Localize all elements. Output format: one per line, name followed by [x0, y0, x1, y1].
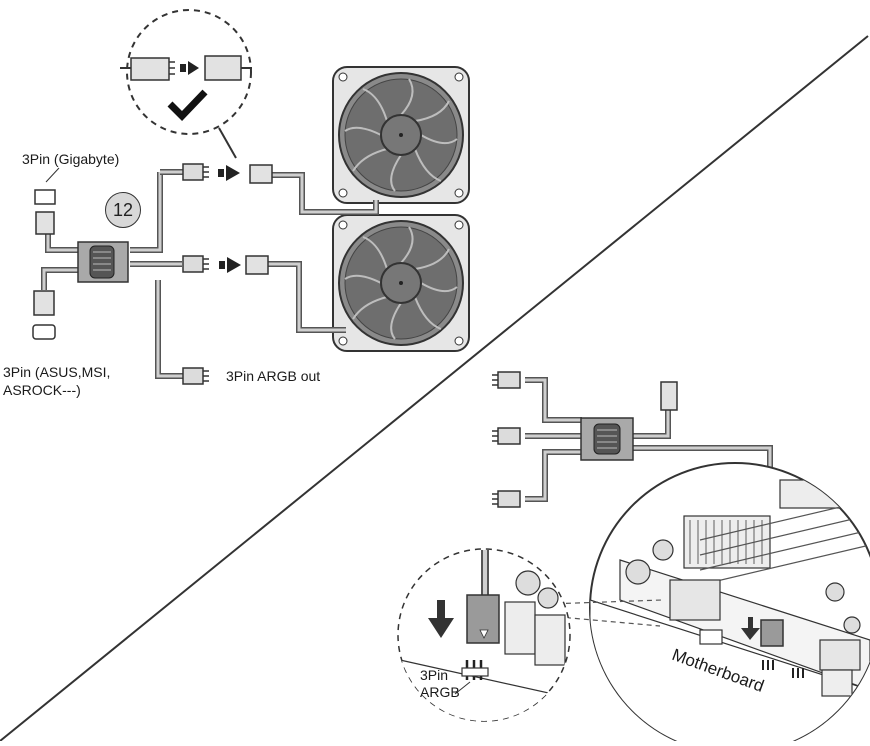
callout-connector-left [120, 57, 175, 81]
gigabyte-label: 3Pin (Gigabyte) [22, 151, 120, 167]
argb-hub-top [41, 169, 183, 379]
argb-header-label-line1: 3Pin [420, 667, 449, 683]
callout-number-badge: 12 [105, 192, 141, 228]
arrow-down-icon [741, 628, 760, 640]
argb-out-label: 3Pin ARGB out [226, 368, 321, 384]
callout-pointer [218, 127, 237, 159]
section-divider [0, 35, 869, 742]
asus-label-line2: ASROCK---) [3, 382, 81, 398]
callout-connector-right [204, 55, 252, 81]
asus-label-line1: 3Pin (ASUS,MSI, [3, 364, 111, 380]
fan-top [332, 66, 470, 204]
argb-out-connector [182, 367, 210, 385]
gigabyte-header-icon [34, 189, 56, 205]
arrow-down-icon [428, 618, 454, 638]
checkmark-icon [167, 89, 208, 122]
arrow-right-icon [218, 165, 240, 181]
argb-header-label-line2: ARGB [420, 684, 460, 700]
arrow-right-icon [219, 257, 241, 273]
argb-hub-bottom [525, 377, 773, 636]
asus-header-icon [32, 324, 56, 340]
fan-bottom [332, 214, 470, 352]
header-zoom-circle [397, 548, 571, 722]
motherboard-circle [589, 462, 870, 746]
arrow-right-icon [180, 61, 199, 75]
